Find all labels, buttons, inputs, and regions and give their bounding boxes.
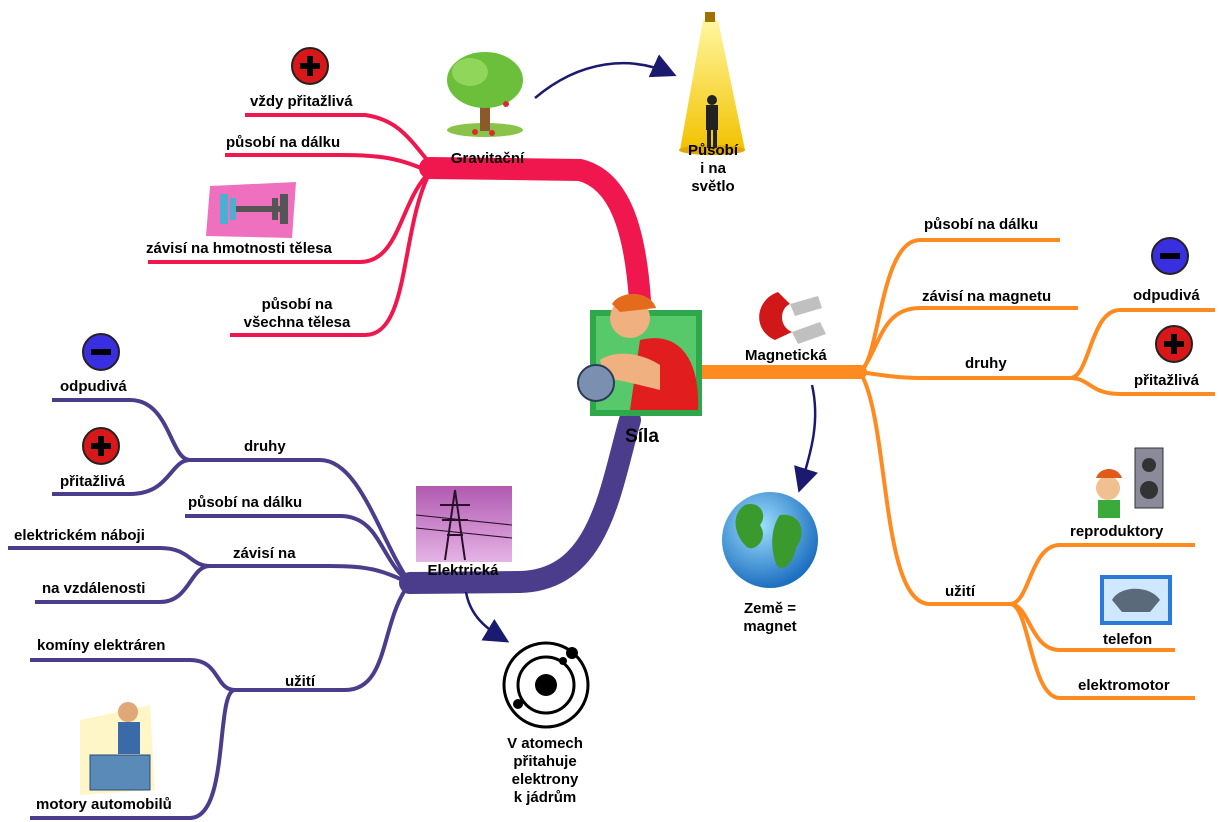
magnetic-title: Magnetická — [745, 347, 827, 364]
magnetic-branch — [693, 238, 1215, 700]
magnetic-item-kinds: druhy — [965, 355, 1007, 372]
electric-depends-charge: elektrickém náboji — [14, 527, 145, 544]
earth-note: Země = magnet — [743, 600, 797, 635]
magnet-icon — [759, 292, 826, 344]
gravity-branch — [148, 113, 651, 337]
magnetic-use-speakers: reproduktory — [1070, 523, 1164, 540]
dumbbell-icon — [206, 182, 296, 238]
minus-icon-magnetic — [1151, 237, 1189, 275]
speaker-icon — [1096, 447, 1164, 518]
earth-arrow — [794, 384, 818, 493]
electric-item-depends: závisí na — [233, 545, 296, 562]
magnetic-item-remote: působí na dálku — [924, 216, 1039, 233]
minus-icon-electric — [82, 333, 120, 371]
gravity-light-note: Působí i na světlo — [687, 142, 738, 195]
earth-icon — [722, 492, 818, 588]
magnetic-kind-attractive: přitažlivá — [1134, 372, 1200, 389]
atom-note: V atomech přitahuje elektrony k jádrům — [507, 735, 583, 806]
electric-branch — [8, 398, 641, 820]
atom-arrow — [464, 591, 510, 643]
electric-item-remote: působí na dálku — [188, 494, 303, 511]
plus-icon-electric — [82, 427, 120, 465]
electric-kind-attractive: přitažlivá — [60, 473, 126, 490]
plus-icon-magnetic — [1155, 325, 1193, 363]
magnetic-item-depends: závisí na magnetu — [922, 288, 1052, 305]
telephone-icon — [1100, 575, 1172, 625]
plus-icon-gravity — [291, 47, 329, 85]
magnetic-kind-repulsive: odpudivá — [1133, 287, 1200, 304]
magnetic-use-telephone: telefon — [1103, 631, 1153, 648]
magnetic-use-electromotor: elektromotor — [1078, 677, 1170, 694]
mechanic-icon — [80, 702, 155, 795]
electric-use-chimneys: komíny elektráren — [37, 637, 166, 654]
gravity-item-mass: závisí na hmotnosti tělesa — [146, 240, 332, 257]
strongman-icon — [577, 293, 702, 416]
gravity-item-remote: působí na dálku — [226, 134, 341, 151]
light-arrow — [534, 54, 677, 99]
electric-title: Elektrická — [427, 562, 499, 579]
gravity-item-always-attractive: vždy přitažlivá — [250, 93, 353, 110]
pylon-icon — [415, 486, 513, 562]
tree-icon — [447, 52, 523, 137]
gravity-item-all-bodies: působí na všechna tělesa — [243, 296, 351, 331]
electric-item-kinds: druhy — [244, 438, 286, 455]
light-beam-icon — [679, 12, 745, 155]
electric-kind-repulsive: odpudivá — [60, 378, 127, 395]
electric-use-engines: motory automobilů — [36, 796, 172, 813]
magnetic-item-use: užití — [945, 583, 975, 600]
electric-depends-distance: na vzdálenosti — [42, 580, 146, 597]
atom-icon — [502, 641, 590, 729]
electric-item-use: užití — [285, 673, 315, 690]
center-title: Síla — [625, 426, 659, 447]
gravity-title: Gravitační — [450, 150, 525, 167]
